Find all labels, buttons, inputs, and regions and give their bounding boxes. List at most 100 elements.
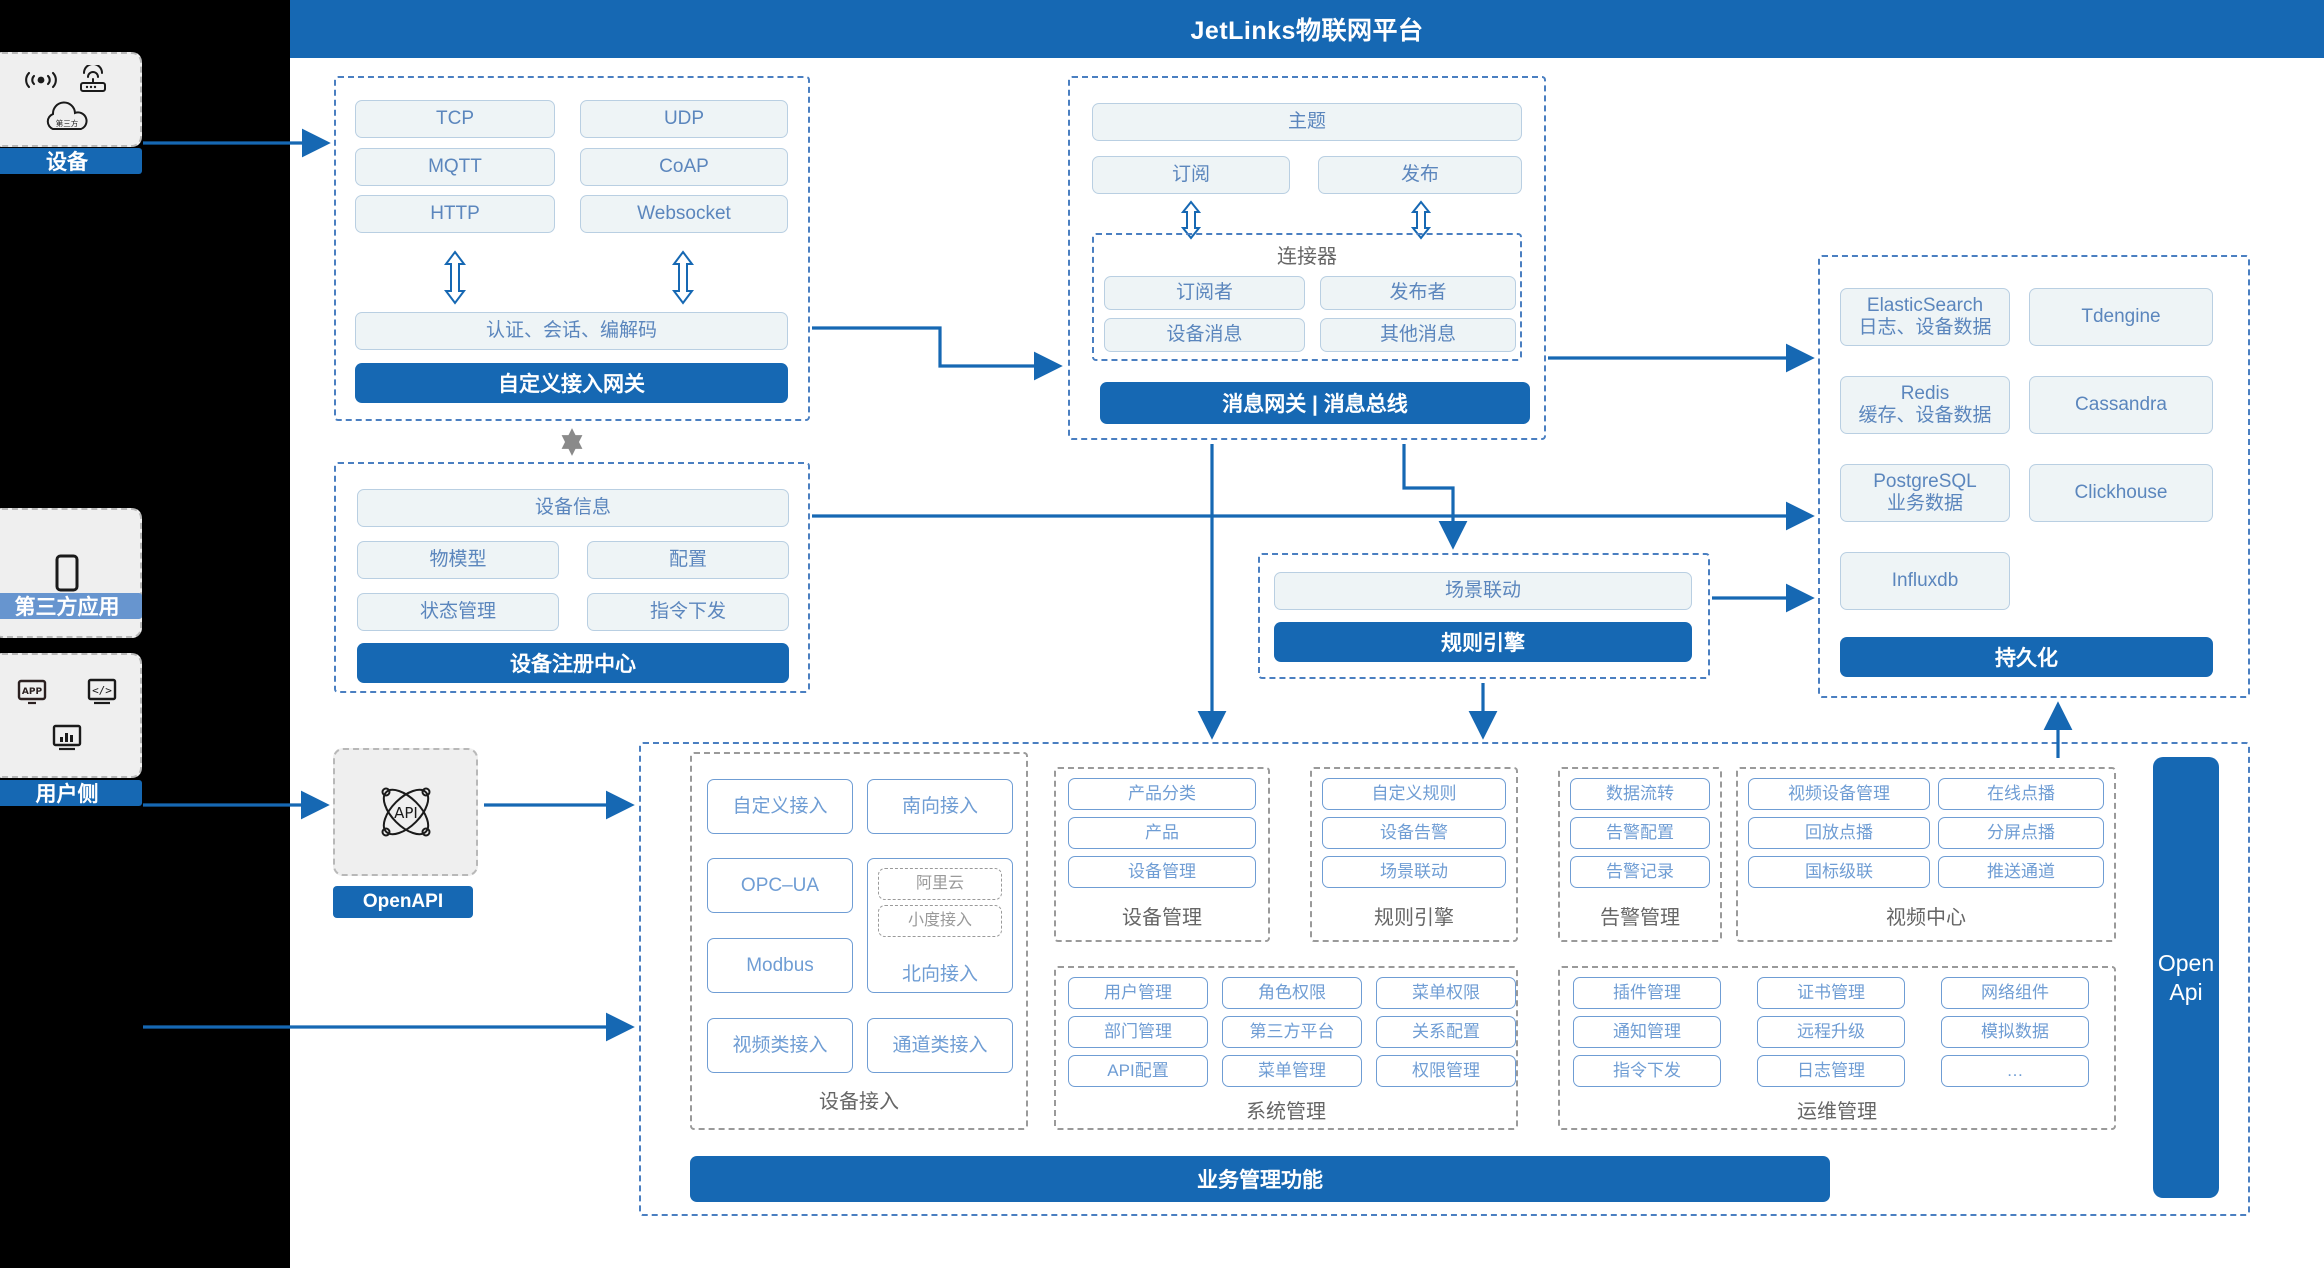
- ops-remote-upgrade[interactable]: 远程升级: [1757, 1016, 1905, 1048]
- sys-menu-management[interactable]: 菜单管理: [1222, 1055, 1362, 1087]
- persistence-postgresql[interactable]: PostgreSQL 业务数据: [1840, 464, 2010, 522]
- persistence-elasticsearch[interactable]: ElasticSearch 日志、设备数据: [1840, 288, 2010, 346]
- device-access-modbus[interactable]: Modbus: [707, 938, 853, 993]
- alarm-records[interactable]: 告警记录: [1570, 856, 1710, 888]
- device-access-xiaodu[interactable]: 小度接入: [878, 905, 1002, 937]
- video-playback[interactable]: 回放点播: [1748, 817, 1930, 849]
- persistence-elasticsearch-sub: 日志、设备数据: [1858, 317, 1992, 338]
- video-gb-cascade[interactable]: 国标级联: [1748, 856, 1930, 888]
- video-push-channel[interactable]: 推送通道: [1938, 856, 2104, 888]
- sys-api-config[interactable]: API配置: [1068, 1055, 1208, 1087]
- persistence-redis[interactable]: Redis 缓存、设备数据: [1840, 376, 2010, 434]
- registry-config[interactable]: 配置: [587, 541, 789, 579]
- ops-plugin-management[interactable]: 插件管理: [1573, 977, 1721, 1009]
- connector-other-message[interactable]: 其他消息: [1320, 318, 1516, 352]
- protocol-udp[interactable]: UDP: [580, 100, 788, 138]
- video-device-management[interactable]: 视频设备管理: [1748, 778, 1930, 810]
- video-split-screen-play[interactable]: 分屏点播: [1938, 817, 2104, 849]
- device-access-southbound[interactable]: 南向接入: [867, 779, 1013, 834]
- message-gateway-bar[interactable]: 消息网关 | 消息总线: [1100, 382, 1530, 424]
- ops-log-management[interactable]: 日志管理: [1757, 1055, 1905, 1087]
- left-rail-label-thirdparty-text: 第三方应用: [14, 596, 120, 619]
- openapi-vertical-bar[interactable]: Open Api: [2153, 757, 2219, 1198]
- ops-more[interactable]: …: [1941, 1055, 2089, 1087]
- business-group-title-device-access: 设备接入: [819, 1090, 899, 1113]
- business-group-alarm-management: [1558, 767, 1722, 942]
- protocol-mqtt[interactable]: MQTT: [355, 148, 555, 186]
- registry-state-management[interactable]: 状态管理: [357, 593, 559, 631]
- access-gateway-group: [334, 76, 810, 421]
- double-arrow-icon-sub: [1178, 200, 1204, 240]
- ops-simulated-data[interactable]: 模拟数据: [1941, 1016, 2089, 1048]
- sys-user-management[interactable]: 用户管理: [1068, 977, 1208, 1009]
- business-group-title-system-management: 系统管理: [1246, 1100, 1326, 1123]
- rule-device-alarm[interactable]: 设备告警: [1322, 817, 1506, 849]
- ops-certificate-management[interactable]: 证书管理: [1757, 977, 1905, 1009]
- rule-engine-scene-linkage[interactable]: 场景联动: [1274, 572, 1692, 610]
- svg-text:API: API: [394, 804, 418, 822]
- sys-role-permission[interactable]: 角色权限: [1222, 977, 1362, 1009]
- connector-subscriber[interactable]: 订阅者: [1104, 276, 1305, 310]
- device-registry-bar[interactable]: 设备注册中心: [357, 643, 789, 683]
- video-online-play[interactable]: 在线点播: [1938, 778, 2104, 810]
- double-arrow-icon-pub: [1408, 200, 1434, 240]
- business-management-bar[interactable]: 业务管理功能: [690, 1156, 1830, 1202]
- business-group-device-access: [690, 752, 1028, 1130]
- auth-session-codec[interactable]: 认证、会话、编解码: [355, 312, 788, 350]
- sys-third-party-platform[interactable]: 第三方平台: [1222, 1016, 1362, 1048]
- device-registry-group: [334, 462, 810, 693]
- ops-network-components[interactable]: 网络组件: [1941, 977, 2089, 1009]
- persistence-group: [1818, 255, 2250, 698]
- device-access-aliyun[interactable]: 阿里云: [878, 868, 1002, 900]
- business-group-title-device-management: 设备管理: [1122, 906, 1202, 929]
- router-icon: [67, 63, 119, 97]
- bus-topic[interactable]: 主题: [1092, 103, 1522, 141]
- device-mgmt-product-category[interactable]: 产品分类: [1068, 778, 1256, 810]
- registry-device-info[interactable]: 设备信息: [357, 489, 789, 527]
- alarm-data-forward[interactable]: 数据流转: [1570, 778, 1710, 810]
- left-rail-device-box: 第三方: [0, 52, 142, 147]
- persistence-influxdb[interactable]: Influxdb: [1840, 552, 2010, 610]
- cloud-third-party-icon: 第三方: [12, 97, 122, 137]
- persistence-tdengine[interactable]: Tdengine: [2029, 288, 2213, 346]
- persistence-bar[interactable]: 持久化: [1840, 637, 2213, 677]
- protocol-websocket[interactable]: Websocket: [580, 195, 788, 233]
- sys-permission-management[interactable]: 权限管理: [1376, 1055, 1516, 1087]
- bus-publish[interactable]: 发布: [1318, 156, 1522, 194]
- business-group-ops-management: [1558, 966, 2116, 1130]
- persistence-clickhouse[interactable]: Clickhouse: [2029, 464, 2213, 522]
- sys-menu-permission[interactable]: 菜单权限: [1376, 977, 1516, 1009]
- ops-notification-management[interactable]: 通知管理: [1573, 1016, 1721, 1048]
- sys-relation-config[interactable]: 关系配置: [1376, 1016, 1516, 1048]
- ops-command-dispatch[interactable]: 指令下发: [1573, 1055, 1721, 1087]
- registry-command-dispatch[interactable]: 指令下发: [587, 593, 789, 631]
- device-access-custom[interactable]: 自定义接入: [707, 779, 853, 834]
- registry-thing-model[interactable]: 物模型: [357, 541, 559, 579]
- persistence-cassandra[interactable]: Cassandra: [2029, 376, 2213, 434]
- protocol-http[interactable]: HTTP: [355, 195, 555, 233]
- business-group-device-management: [1054, 767, 1270, 942]
- bar-chart-window-icon: [0, 715, 140, 763]
- left-rail-userside-box: APP </>: [0, 653, 142, 778]
- bus-subscribe[interactable]: 订阅: [1092, 156, 1290, 194]
- custom-access-gateway-bar[interactable]: 自定义接入网关: [355, 363, 788, 403]
- openapi-node-label[interactable]: OpenAPI: [333, 886, 473, 918]
- rule-custom-rule[interactable]: 自定义规则: [1322, 778, 1506, 810]
- business-group-title-video-center: 视频中心: [1886, 906, 1966, 929]
- device-mgmt-device-management[interactable]: 设备管理: [1068, 856, 1256, 888]
- protocol-coap[interactable]: CoAP: [580, 148, 788, 186]
- device-access-opcua[interactable]: OPC–UA: [707, 858, 853, 913]
- device-mgmt-product[interactable]: 产品: [1068, 817, 1256, 849]
- device-access-video[interactable]: 视频类接入: [707, 1018, 853, 1073]
- device-access-channel[interactable]: 通道类接入: [867, 1018, 1013, 1073]
- connector-device-message[interactable]: 设备消息: [1104, 318, 1305, 352]
- protocol-tcp[interactable]: TCP: [355, 100, 555, 138]
- alarm-config[interactable]: 告警配置: [1570, 817, 1710, 849]
- connector-title: 连接器: [1277, 245, 1337, 268]
- business-group-title-rule-engine: 规则引擎: [1374, 906, 1454, 929]
- svg-text:第三方: 第三方: [56, 118, 79, 128]
- sys-department-management[interactable]: 部门管理: [1068, 1016, 1208, 1048]
- rule-scene-linkage[interactable]: 场景联动: [1322, 856, 1506, 888]
- rule-engine-bar[interactable]: 规则引擎: [1274, 622, 1692, 662]
- connector-publisher[interactable]: 发布者: [1320, 276, 1516, 310]
